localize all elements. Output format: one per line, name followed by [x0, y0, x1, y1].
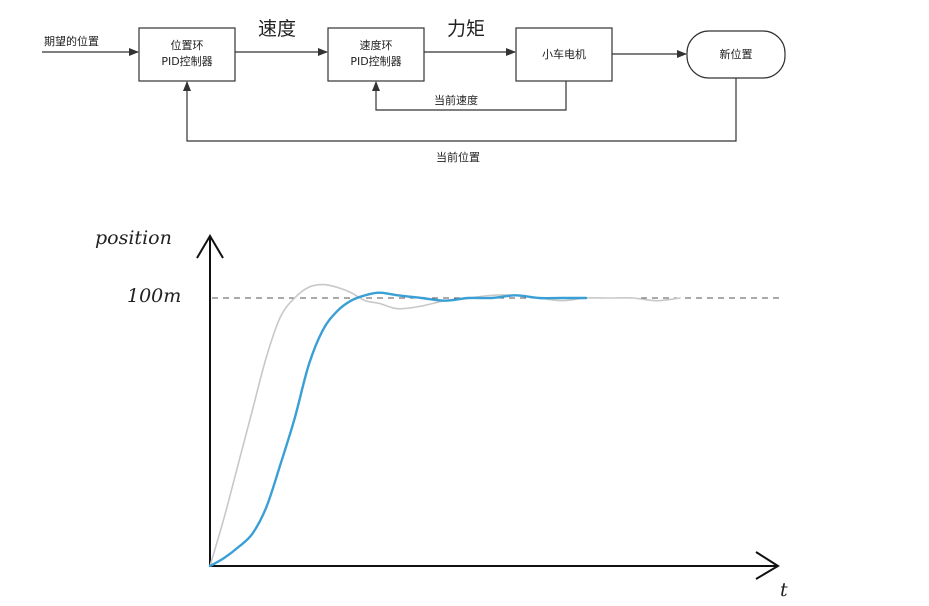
position-pid-line1: 位置环 — [171, 38, 204, 52]
input-label: 期望的位置 — [44, 34, 99, 48]
speed-pid-line1: 速度环 — [360, 38, 393, 52]
motor-box — [515, 27, 613, 82]
series-line-1 — [208, 291, 588, 568]
speed-feedback-label: 当前速度 — [434, 93, 478, 107]
position-feedback-label: 当前位置 — [436, 150, 480, 164]
speed-pid-box — [327, 27, 425, 82]
series-layer — [208, 283, 681, 568]
position-pid-line2: PID控制器 — [161, 54, 212, 68]
x-axis-arrowhead — [755, 551, 780, 580]
speed-pid-line2: PID控制器 — [350, 54, 401, 68]
series-line-0 — [209, 283, 681, 567]
x-axis-label: t — [780, 579, 788, 601]
motor-label: 小车电机 — [542, 47, 586, 61]
y-axis-label: position — [95, 227, 172, 249]
step-response-chart: position t 100m — [95, 227, 788, 601]
output-label: 新位置 — [720, 47, 753, 61]
reference-label: 100m — [127, 285, 181, 307]
torque-label: 力矩 — [447, 18, 485, 40]
position-feedback-line — [183, 78, 737, 142]
y-axis-arrowhead — [196, 234, 224, 259]
speed-label: 速度 — [258, 18, 296, 40]
speed-feedback-line — [372, 81, 567, 111]
